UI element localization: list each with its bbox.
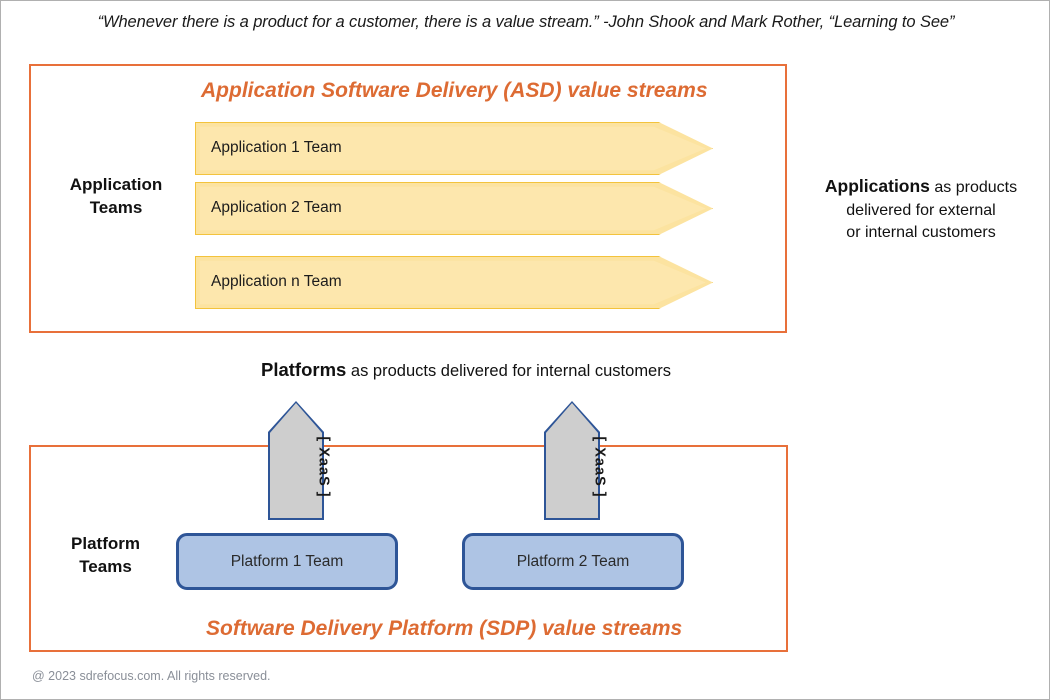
applications-note-line1-rest: as products [929, 179, 1018, 196]
applications-as-products-note: Applications as products delivered for e… [801, 174, 1041, 245]
application-teams-label: Application Teams [41, 174, 191, 220]
platform-2-team-box: Platform 2 Team [462, 533, 684, 590]
xaas-arrow-2-label: [ XaaS ] [591, 436, 608, 498]
xaas-arrow-1-label: [ XaaS ] [315, 436, 332, 498]
platform-teams-label-line1: Platform [71, 534, 140, 553]
application-stream-arrow-fill [199, 260, 706, 305]
application-2-team-label: Application 2 Team [211, 199, 342, 216]
applications-note-strong: Applications [824, 176, 930, 196]
platforms-as-products-caption: Platforms as products delivered for inte… [1, 359, 931, 381]
platform-1-team-box: Platform 1 Team [176, 533, 398, 590]
sdp-section-title: Software Delivery Platform (SDP) value s… [206, 617, 683, 640]
applications-note-line3: or internal customers [846, 224, 996, 242]
platforms-caption-rest: as products delivered for internal custo… [346, 362, 671, 380]
platform-teams-label: Platform Teams [33, 533, 178, 579]
copyright-footer: @ 2023 sdrefocus.com. All rights reserve… [32, 669, 271, 683]
application-n-team-label: Application n Team [211, 273, 342, 290]
applications-note-line2: delivered for external [846, 201, 996, 219]
platforms-caption-strong: Platforms [261, 359, 347, 380]
platform-teams-label-line2: Teams [79, 556, 132, 576]
asd-section-title: Application Software Delivery (ASD) valu… [201, 79, 708, 102]
application-stream-arrow-fill [199, 126, 706, 171]
application-1-team-label: Application 1 Team [211, 139, 342, 156]
application-teams-label-line2: Teams [89, 197, 143, 217]
application-stream-arrow-fill [199, 186, 706, 231]
header-quote: “Whenever there is a product for a custo… [97, 13, 955, 31]
application-teams-label-line1: Application [69, 175, 163, 194]
